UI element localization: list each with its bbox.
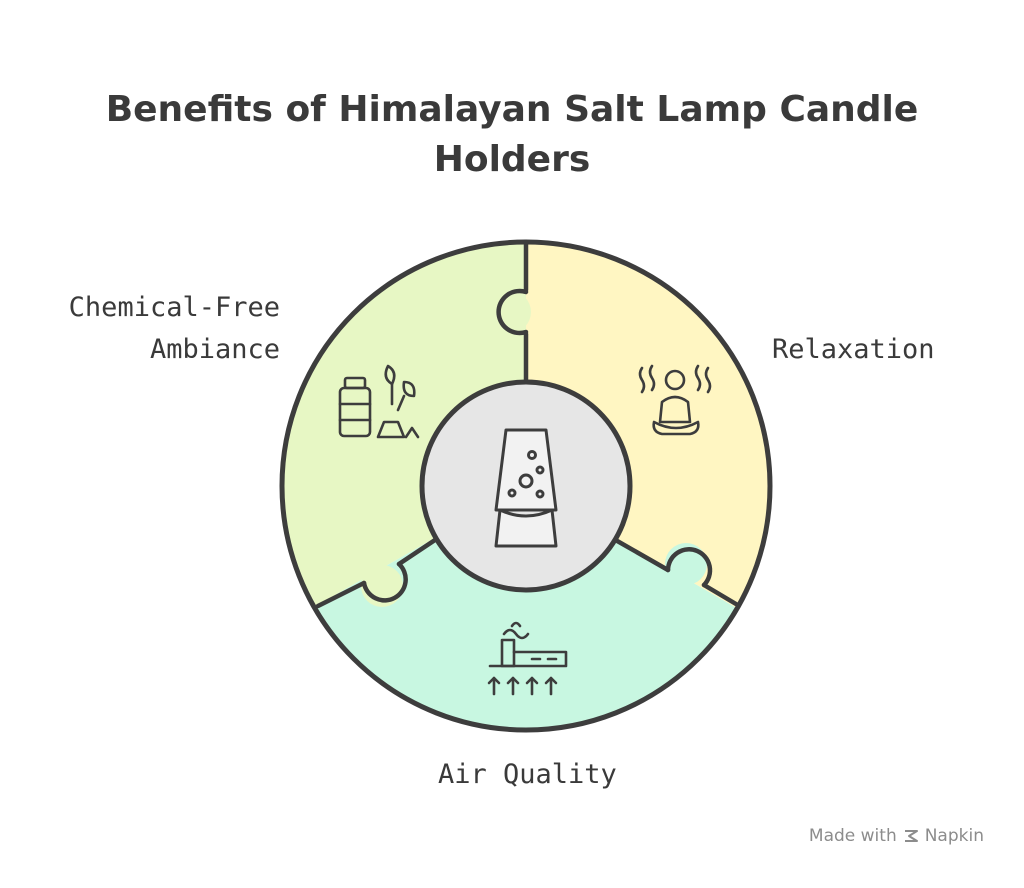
divider-left-outer — [315, 580, 367, 609]
knob-top-outline — [496, 288, 529, 336]
segment-air-quality — [300, 486, 760, 730]
label-relaxation: Relaxation — [772, 334, 935, 365]
napkin-brand: Napkin — [924, 826, 984, 846]
knob-right-outline — [665, 547, 713, 588]
salt-lamp-icon — [494, 428, 558, 548]
title-line-2: Holders — [433, 139, 591, 180]
meditating-person-icon — [638, 364, 712, 436]
puzzle-knob-top — [489, 291, 531, 333]
factory-airflow-icon — [487, 621, 568, 696]
knob-left-outline — [361, 561, 408, 603]
label-chemical-free-line-2: Ambiance — [149, 334, 280, 365]
bottle-leaf-crystal-icon — [338, 364, 420, 439]
napkin-logo-icon — [904, 830, 918, 842]
title-line-1: Benefits of Himalayan Salt Lamp Candle — [105, 89, 919, 130]
made-with-napkin: Made with Napkin — [809, 826, 984, 846]
segment-chemical-free — [282, 242, 526, 730]
divider-right-outer — [701, 582, 739, 607]
label-air-quality: Air Quality — [438, 759, 617, 790]
divider-left — [396, 535, 441, 567]
label-chemical-free-line-1: Chemical-Free — [68, 292, 280, 323]
made-with-text: Made with — [808, 826, 897, 846]
divider-right — [609, 535, 671, 573]
